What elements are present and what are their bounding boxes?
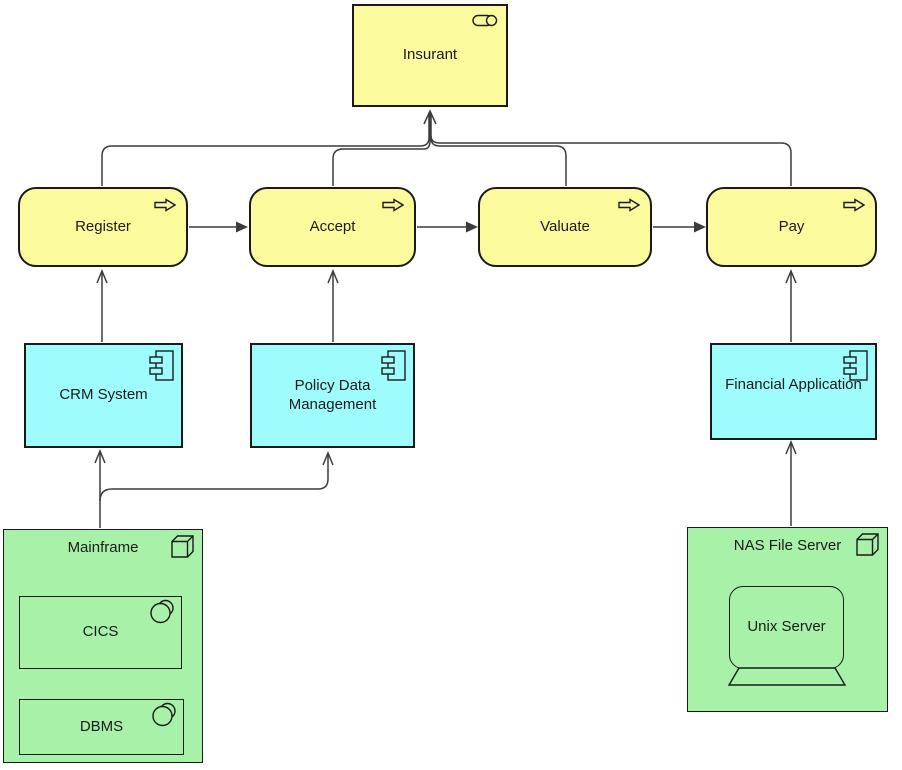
node-label: Pay (778, 217, 805, 235)
connector-pay-insurant[interactable] (423, 109, 792, 186)
node-label: Policy Data Management (288, 376, 377, 413)
connector-nas-finapp[interactable] (785, 440, 797, 526)
connector-policy-accept[interactable] (327, 269, 339, 342)
connector-crm-register[interactable] (96, 269, 108, 342)
connector-register-accept[interactable] (189, 221, 248, 233)
node-cube-icon (856, 533, 879, 556)
system-software-icon (149, 599, 176, 625)
node-label: Financial Application (725, 376, 862, 394)
node-label: Register (75, 217, 131, 235)
connector-valuate-pay[interactable] (653, 221, 706, 233)
node-register[interactable]: Register (18, 187, 188, 267)
node-label: Mainframe (67, 539, 139, 556)
system-software-icon (151, 702, 178, 728)
node-unix-server[interactable]: Unix Server (729, 586, 844, 669)
connector-register-insurant[interactable] (101, 113, 430, 186)
node-nas-file-server[interactable]: NAS File Server Unix Server (687, 527, 888, 712)
application-component-icon (149, 350, 174, 381)
node-policy-data-management[interactable]: Policy Data Management (250, 343, 415, 448)
application-component-icon (381, 350, 406, 381)
node-label: NAS File Server (733, 537, 842, 554)
node-dbms[interactable]: DBMS (19, 699, 184, 755)
node-label: Insurant (402, 46, 458, 64)
node-cics[interactable]: CICS (19, 596, 182, 669)
node-valuate[interactable]: Valuate (478, 187, 652, 267)
node-financial-application[interactable]: Financial Application (710, 343, 877, 440)
business-role-icon (472, 14, 498, 27)
node-insurant[interactable]: Insurant (352, 4, 508, 107)
connector-mainframe-policy[interactable] (99, 451, 334, 502)
node-label: CRM System (59, 386, 148, 404)
device-icon (726, 667, 848, 687)
node-label: Unix Server (747, 618, 826, 636)
node-accept[interactable]: Accept (249, 187, 416, 267)
node-pay[interactable]: Pay (706, 187, 877, 267)
application-component-icon (843, 350, 868, 381)
connector-accept-valuate[interactable] (417, 221, 478, 233)
node-label: Accept (309, 217, 356, 235)
connector-accept-insurant[interactable] (332, 113, 431, 186)
process-arrow-icon (618, 198, 640, 212)
connector-mainframe-crm[interactable] (94, 449, 106, 528)
node-label: Valuate (540, 217, 590, 235)
process-arrow-icon (382, 198, 404, 212)
node-cube-icon (171, 535, 194, 558)
connector-finapp-pay[interactable] (785, 269, 797, 342)
process-arrow-icon (843, 198, 865, 212)
node-label: CICS (82, 623, 119, 641)
process-arrow-icon (154, 198, 176, 212)
node-mainframe[interactable]: Mainframe CICS DBMS (3, 529, 203, 763)
node-label: DBMS (79, 717, 124, 735)
node-crm-system[interactable]: CRM System (24, 343, 183, 448)
connector-valuate-insurant[interactable] (430, 113, 567, 186)
